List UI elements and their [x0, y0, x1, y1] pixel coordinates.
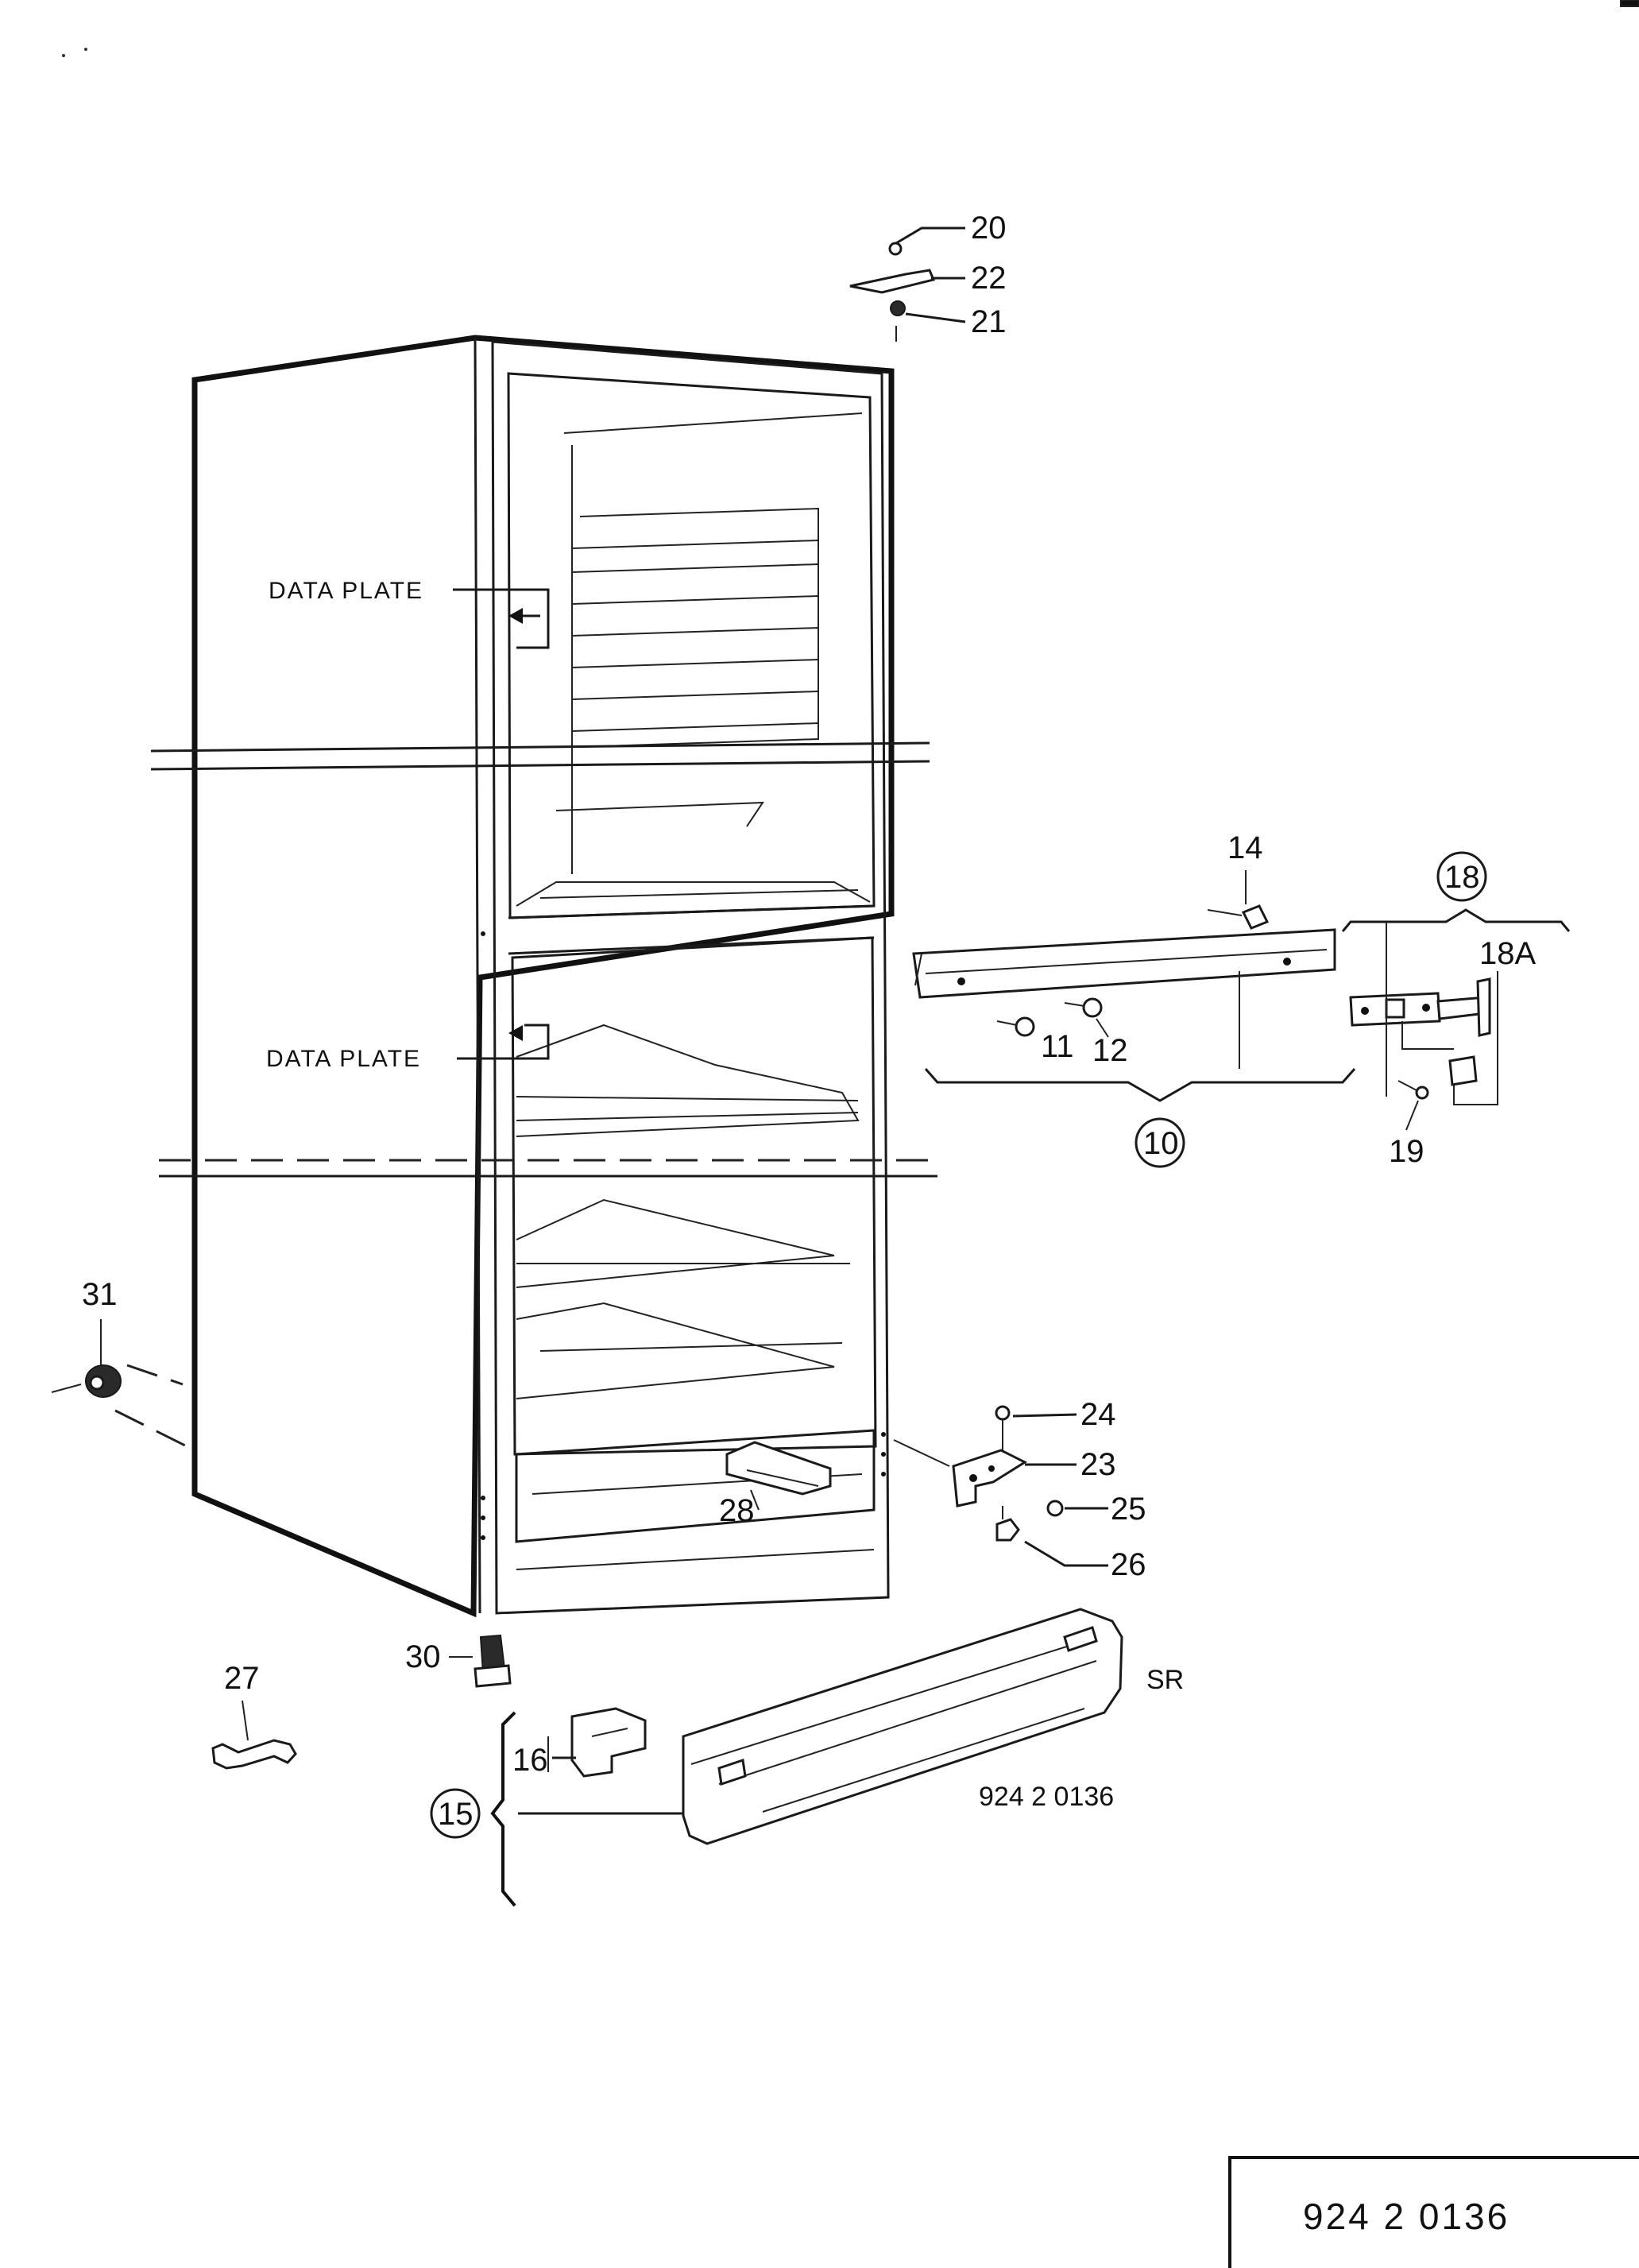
bottom-hinge-assembly: 24 23 25 26 — [893, 1397, 1146, 1582]
part-label-12: 12 — [1092, 1033, 1128, 1068]
part-label-27: 27 — [224, 1661, 260, 1696]
data-plate-upper-label: DATA PLATE — [269, 578, 423, 604]
part-31-assembly: 31 — [51, 1277, 195, 1452]
part-27-assembly: 27 — [211, 1661, 297, 1770]
part-label-23: 23 — [1080, 1447, 1116, 1482]
drawing-code-label: 924 2 0136 — [979, 1782, 1114, 1812]
evaporator-fins — [555, 540, 819, 827]
part-label-14: 14 — [1227, 830, 1263, 865]
part-28-assembly: 28 — [719, 1441, 832, 1528]
part-label-24: 24 — [1080, 1397, 1116, 1432]
lower-hinge-assembly: 18 18A 19 — [1341, 851, 1571, 1169]
part-label-20: 20 — [971, 211, 1007, 246]
sr-label: SR — [1146, 1665, 1184, 1695]
part-label-11: 11 — [1041, 1029, 1074, 1064]
part-label-10: 10 — [1143, 1126, 1179, 1161]
part-label-18a: 18A — [1479, 936, 1536, 971]
data-plate-upper-callout: DATA PLATE — [269, 578, 550, 649]
part-label-22: 22 — [971, 261, 1007, 296]
scan-marks — [62, 0, 1639, 57]
part-label-26: 26 — [1111, 1547, 1146, 1582]
part-label-19: 19 — [1389, 1134, 1424, 1169]
top-hinge-assembly: 20 22 21 — [849, 211, 1007, 342]
part-label-21: 21 — [971, 304, 1007, 339]
part-label-30: 30 — [405, 1639, 441, 1674]
title-block: 924 2 0136 — [1228, 2156, 1639, 2268]
door-shelf-assembly: 16 15 SR 924 2 0136 — [430, 1608, 1184, 1907]
part-label-18: 18 — [1444, 860, 1480, 895]
title-block-number: 924 2 0136 — [1303, 2196, 1510, 2237]
break-lines — [150, 741, 937, 1178]
refrigerator-cabinet — [191, 335, 895, 1618]
part-label-28: 28 — [719, 1493, 755, 1528]
part-label-25: 25 — [1111, 1492, 1146, 1527]
hinge-holes — [481, 931, 886, 1540]
part-30-assembly: 30 — [405, 1634, 512, 1688]
door-handle-bar-assembly: 14 11 12 10 — [912, 830, 1356, 1168]
data-plate-lower-label: DATA PLATE — [266, 1046, 421, 1072]
fridge-shelves — [516, 1024, 860, 1399]
part-label-16: 16 — [512, 1743, 548, 1778]
data-plate-lower-callout: DATA PLATE — [266, 1024, 550, 1072]
part-label-31: 31 — [82, 1277, 118, 1312]
part-label-15: 15 — [438, 1797, 474, 1832]
